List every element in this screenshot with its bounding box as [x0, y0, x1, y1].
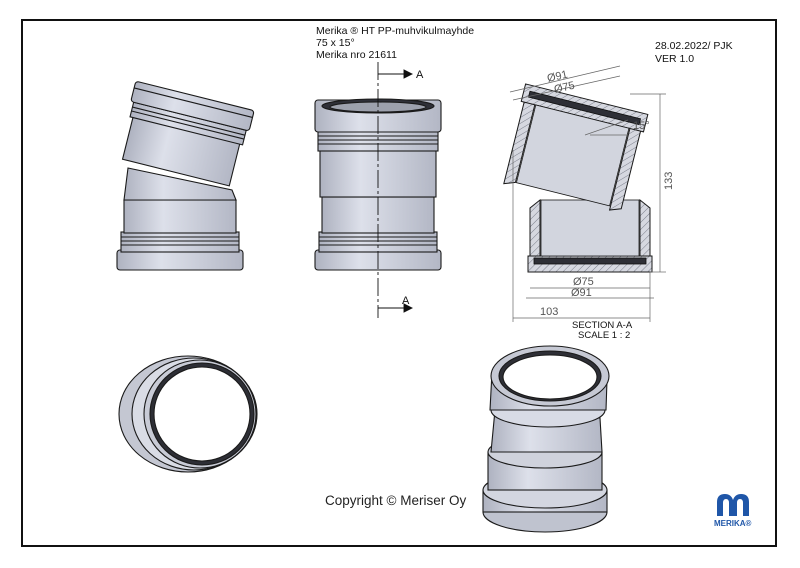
side-view: [116, 81, 255, 271]
dim-angle: 15°: [633, 120, 650, 132]
section-view: [503, 65, 666, 322]
title-block: Merika ® HT PP-muhvikulmayhde 75 x 15° M…: [316, 25, 474, 61]
section-mark-top: A: [416, 69, 424, 81]
dim-inner-top: Ø75: [553, 80, 576, 96]
revision-date: 28.02.2022/ PJK: [655, 40, 733, 52]
copyright-text: Copyright © Meriser Oy: [325, 493, 467, 508]
section-scale: SCALE 1 : 2: [578, 330, 630, 341]
dim-width: 103: [540, 306, 558, 318]
section-mark-bottom: A: [402, 295, 410, 307]
merika-logo-icon: MERIKA®: [714, 494, 752, 528]
dim-outer-bottom: Ø91: [571, 287, 592, 299]
logo-text: MERIKA®: [714, 519, 752, 528]
dim-inner-bottom: Ø75: [573, 276, 594, 288]
revision-version: VER 1.0: [655, 53, 695, 65]
product-title: Merika ® HT PP-muhvikulmayhde: [316, 25, 475, 37]
dim-height: 133: [663, 172, 675, 190]
product-size: 75 x 15°: [316, 37, 355, 49]
dim-outer-top: Ø91: [546, 69, 569, 85]
product-number: Merika nro 21611: [316, 49, 397, 61]
section-title: SECTION A-A: [572, 320, 633, 331]
end-view: [118, 355, 258, 473]
section-line: [377, 62, 414, 318]
revision-block: 28.02.2022/ PJK VER 1.0: [655, 40, 733, 66]
isometric-view: [482, 345, 610, 533]
drawing-frame: [21, 19, 777, 547]
merika-logo: MERIKA®: [712, 490, 762, 530]
